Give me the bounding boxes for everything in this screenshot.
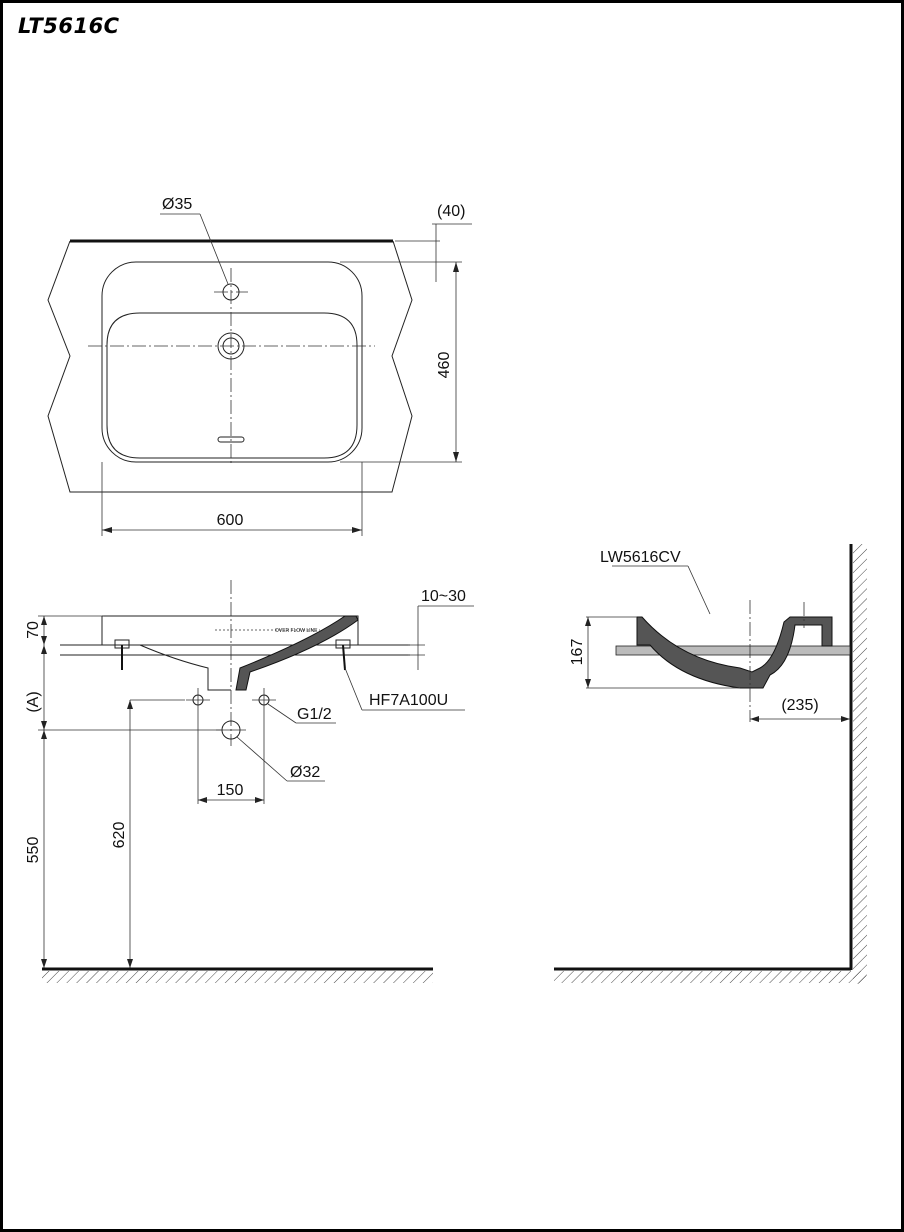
mounting-bracket-left bbox=[114, 639, 130, 670]
wall-hatch bbox=[853, 544, 867, 984]
wall-distance-label: (235) bbox=[781, 697, 818, 714]
floor-hatch-side bbox=[554, 971, 866, 983]
basin-section bbox=[636, 616, 833, 689]
faucet-hole-label: Ø35 bbox=[162, 196, 192, 213]
height-a-label: (A) bbox=[25, 691, 42, 712]
basin-bowl bbox=[106, 312, 358, 459]
drain-height-label: 550 bbox=[25, 837, 42, 864]
top-view: Ø35 (40) 460 600 bbox=[47, 196, 472, 536]
supply-hole-left bbox=[186, 688, 210, 712]
side-view: 167 (235) LW5616CV bbox=[554, 544, 867, 984]
countertop-outline bbox=[47, 240, 413, 493]
basin-model-label: LW5616CV bbox=[600, 549, 681, 566]
front-view: OVER FLOW LINE 70 (A) 550 620 150 G1/2 Ø… bbox=[25, 580, 474, 983]
floor-hatch bbox=[42, 971, 433, 983]
basin-outer-rim bbox=[101, 261, 363, 463]
supply-hole-right bbox=[252, 688, 276, 712]
width-label: 600 bbox=[217, 512, 244, 529]
model-title: LT5616C bbox=[18, 14, 120, 38]
overflow-slot bbox=[217, 436, 245, 443]
supply-thread-label: G1/2 bbox=[297, 706, 332, 723]
basin-height-label: 167 bbox=[569, 639, 586, 666]
basin-wall-section bbox=[235, 615, 359, 691]
bracket-model-label: HF7A100U bbox=[369, 692, 448, 709]
supply-spacing-label: 150 bbox=[217, 782, 244, 799]
countertop-section bbox=[615, 645, 851, 656]
overflow-line-label: OVER FLOW LINE bbox=[275, 628, 318, 634]
counter-thickness-label: 10~30 bbox=[421, 588, 466, 605]
drain-hole bbox=[216, 720, 246, 740]
depth-label: 460 bbox=[436, 352, 453, 379]
drain-diameter-label: Ø32 bbox=[290, 764, 320, 781]
overhang-label: (40) bbox=[437, 203, 465, 220]
mounting-bracket-right bbox=[335, 639, 351, 671]
height-top-label: 70 bbox=[25, 621, 42, 639]
supply-height-label: 620 bbox=[111, 822, 128, 849]
